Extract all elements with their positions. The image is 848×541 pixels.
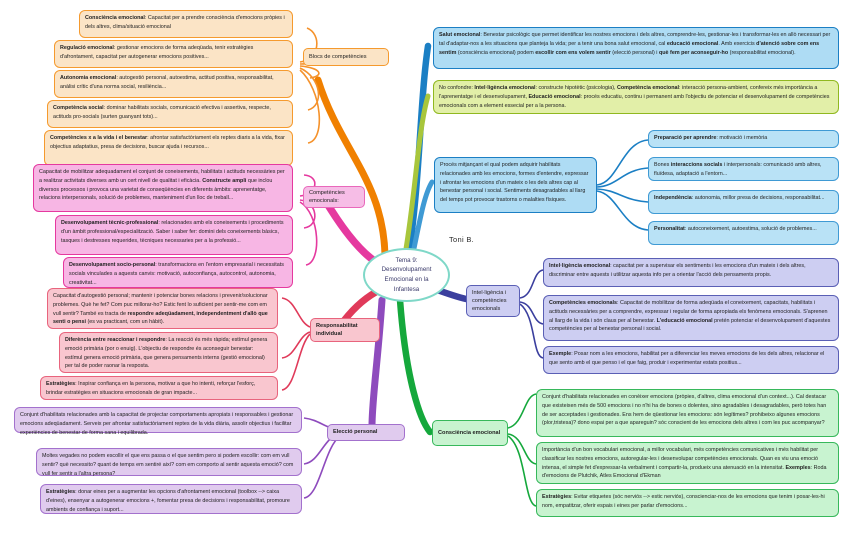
topic-estrategies-consciencia[interactable]: Estratègies: Evitar etiquetes (sóc nervi… <box>536 489 839 517</box>
branch-label-eleccio-personal[interactable]: Elecció personal <box>327 424 405 441</box>
topic-text: Conjunt d'habilitats relacionades amb la… <box>20 412 294 436</box>
topic-text: Capacitat de mobilitzar adequadament el … <box>39 169 285 202</box>
topic-text: Procés mitjançant el qual podem adquirir… <box>440 162 589 203</box>
branch-label-responsabilitat-text: Responsabilitat individual <box>316 322 358 337</box>
topic-desenv-socio-personal[interactable]: Desenvolupament socio-personal: transfor… <box>63 257 293 288</box>
topic-moltes-vegades-escollir[interactable]: Moltes vegades no podem escollir el que … <box>36 448 302 477</box>
topic-diferencia-reaccionar-respondre[interactable]: Diferència entre reaccionar i respondre:… <box>59 332 278 373</box>
topic-text: Moltes vegades no podem escollir el que … <box>42 453 294 477</box>
topic-capacitat-autogestio[interactable]: Capacitat d'autogestió personal; manteni… <box>47 288 278 329</box>
topic-text: Exemple: Posar nom a les emocions, habil… <box>549 351 825 366</box>
topic-text: Autonomia emocional: autogestió personal… <box>60 75 274 90</box>
topic-personalitat[interactable]: Personalitat: autoconeixement, autoestim… <box>648 221 839 245</box>
branch-label-competencies-text: Competències emocionals: <box>309 189 345 204</box>
branch-label-responsabilitat[interactable]: Responsabilitat individual <box>310 318 380 342</box>
branch-label-eleccio-text: Elecció personal <box>333 429 378 436</box>
topic-text: Estratègies: donar eines per a augmentar… <box>46 489 290 513</box>
topic-consciencia-emocional[interactable]: Consciència emocional: Capacitat per a p… <box>79 10 293 38</box>
topic-bones-interaccions-socials[interactable]: Bones interaccions socials i interperson… <box>648 157 839 181</box>
topic-text: Estratègies: Evitar etiquetes (sóc nervi… <box>542 494 825 509</box>
branch-label-consciencia-emocional[interactable]: Consciència emocional <box>432 420 508 446</box>
topic-salut-emocional[interactable]: Salut emocional: Benestar psicològic que… <box>433 27 839 69</box>
topic-independencia[interactable]: Independència: autonomia, millor presa d… <box>648 190 839 214</box>
topic-conjunt-habilitats-projectar[interactable]: Conjunt d'habilitats relacionades amb la… <box>14 407 302 436</box>
topic-estrategies-eleccio[interactable]: Estratègies: donar eines per a augmentar… <box>40 484 302 514</box>
topic-capacitat-mobilitzar[interactable]: Capacitat de mobilitzar adequadament el … <box>33 164 293 212</box>
branch-label-intel-text: Intel·ligència i competències emocionals <box>472 289 507 313</box>
topic-text: Intel·ligència emocional: capacitat per … <box>549 263 806 278</box>
branch-label-competencies[interactable]: Competències emocionals: <box>303 186 365 208</box>
topic-text: Competència social: dominar habilitats s… <box>53 105 271 120</box>
topic-text: Importància d'un bon vocabulari emociona… <box>542 447 827 480</box>
topic-text: Personalitat: autoconeixement, autoestim… <box>654 226 817 232</box>
topic-autonomia-emocional[interactable]: Autonomia emocional: autogestió personal… <box>54 70 293 98</box>
topic-text: Competències emocionals: Capacitat de mo… <box>549 300 831 333</box>
topic-text: Desenvolupament socio-personal: transfor… <box>69 262 284 286</box>
topic-text: Regulació emocional: gestionar emocions … <box>60 45 254 60</box>
topic-text: Independència: autonomia, millor presa d… <box>654 195 825 201</box>
topic-exemple-intel[interactable]: Exemple: Posar nom a les emocions, habil… <box>543 346 839 374</box>
branch-label-consciencia-text: Consciència emocional <box>438 429 501 436</box>
topic-text: Capacitat d'autogestió personal; manteni… <box>53 293 268 326</box>
topic-preparacio-per-aprendre[interactable]: Preparació per aprendre: motivació i mem… <box>648 130 839 148</box>
central-topic-label: Tema 9: Desenvolupament Emocional en la … <box>381 256 432 293</box>
topic-text: Estratègies: Inspirar confiança en la pe… <box>46 381 256 396</box>
topic-competencies-emocionals-def[interactable]: Competències emocionals: Capacitat de mo… <box>543 295 839 341</box>
topic-text: Desenvolupament tècnic-professional: rel… <box>61 220 284 244</box>
topic-text: Preparació per aprendre: motivació i mem… <box>654 135 768 141</box>
topic-proces-adquirir-habilitats[interactable]: Procés mitjançant el qual podem adquirir… <box>434 157 597 213</box>
topic-no-confondre[interactable]: No confondre: Intel·ligència emocional: … <box>433 80 839 114</box>
topic-text: Consciència emocional: Capacitat per a p… <box>85 15 285 30</box>
branch-label-blocs-text: Blocs de competències <box>309 53 367 60</box>
topic-competencia-social[interactable]: Competència social: dominar habilitats s… <box>47 100 293 128</box>
topic-text: Conjunt d'habilitats relacionades en con… <box>542 394 827 427</box>
topic-text: Competències x a la vida i el benestar: … <box>50 135 285 150</box>
topic-desenv-tecnic-professional[interactable]: Desenvolupament tècnic-professional: rel… <box>55 215 293 255</box>
branch-label-blocs[interactable]: Blocs de competències <box>303 48 389 66</box>
author-signature: Toni B. <box>449 235 475 244</box>
topic-intel-ligencia-emocional[interactable]: Intel·ligència emocional: capacitat per … <box>543 258 839 287</box>
topic-text: Bones interaccions socials i interperson… <box>654 162 822 177</box>
topic-competencies-vida-benestar[interactable]: Competències x a la vida i el benestar: … <box>44 130 293 166</box>
topic-text: Diferència entre reaccionar i respondre:… <box>65 337 268 370</box>
topic-text: No confondre: Intel·ligència emocional: … <box>439 85 830 109</box>
topic-importancia-vocabulari-emocional[interactable]: Importància d'un bon vocabulari emociona… <box>536 442 839 484</box>
topic-regulacio-emocional[interactable]: Regulació emocional: gestionar emocions … <box>54 40 293 68</box>
topic-conjunt-habilitats-coneixer[interactable]: Conjunt d'habilitats relacionades en con… <box>536 389 839 437</box>
topic-estrategies-responsabilitat[interactable]: Estratègies: Inspirar confiança en la pe… <box>40 376 278 400</box>
topic-text: Salut emocional: Benestar psicològic que… <box>439 32 831 56</box>
central-topic-node[interactable]: Tema 9: Desenvolupament Emocional en la … <box>363 248 450 302</box>
branch-label-intel-competencies[interactable]: Intel·ligència i competències emocionals <box>466 285 520 317</box>
